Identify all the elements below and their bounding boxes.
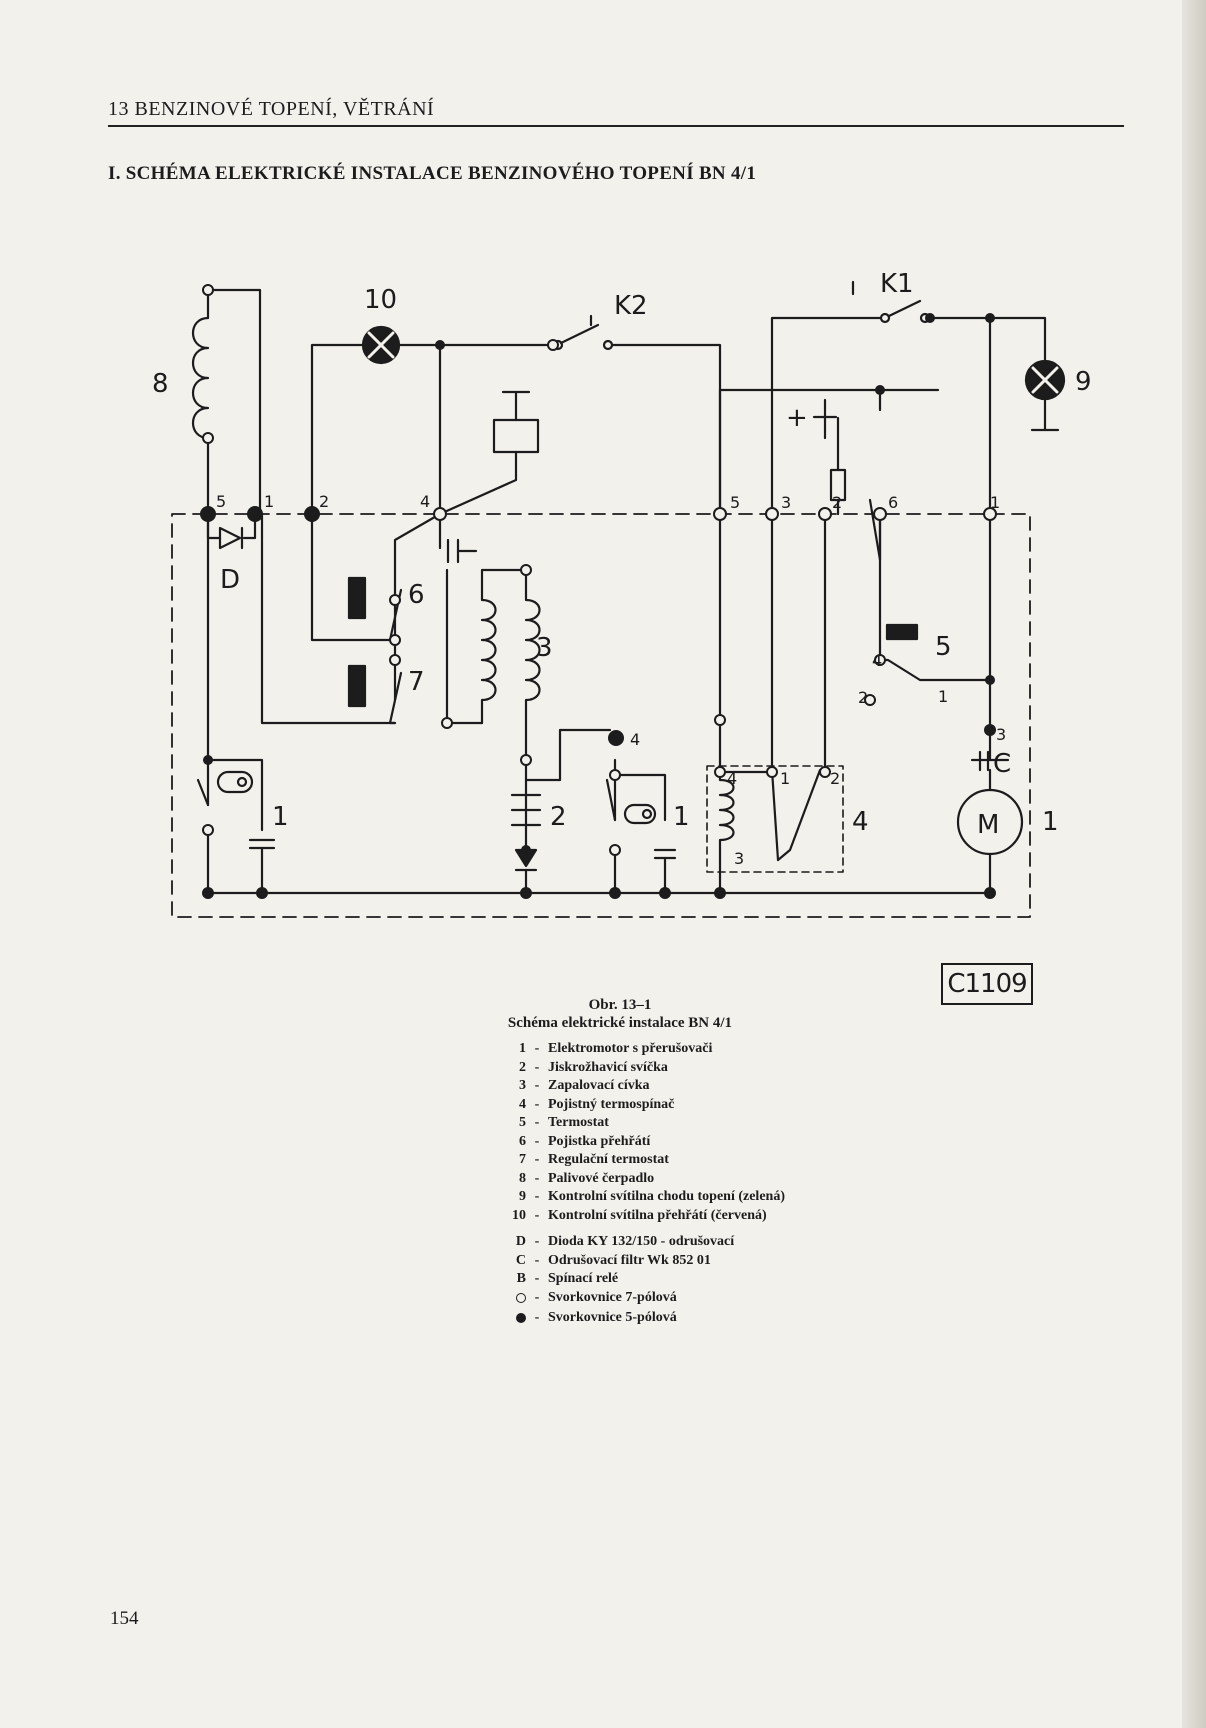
figure-title: Schéma elektrické instalace BN 4/1 <box>507 1015 733 1031</box>
label-motor-m: M <box>977 810 999 840</box>
legend-item: 9-Kontrolní svítilna chodu topení (zelen… <box>519 1189 785 1204</box>
legend-item: 8-Palivové čerpadlo <box>519 1170 655 1186</box>
ignition-coil-3 <box>445 568 541 762</box>
terminal-label: 1 <box>938 687 948 706</box>
wire-t1-thermostat7 <box>253 512 397 725</box>
section-title: I. SCHÉMA ELEKTRICKÉ INSTALACE BENZINOVÉ… <box>108 163 757 184</box>
fuel-pump-8 <box>192 288 262 516</box>
filled-circle-icon <box>516 1313 526 1323</box>
legend-item: -Svorkovnice 5-pólová <box>496 1309 785 1330</box>
page-number: 154 <box>110 1608 139 1629</box>
switch-k2 <box>552 314 722 516</box>
lamp-10-icon <box>361 325 401 365</box>
label-interrupter-mid-1: 1 <box>673 802 690 832</box>
fuse-6 <box>347 576 403 642</box>
legend-item: -Svorkovnice 7-pólová <box>496 1289 785 1310</box>
label-coil-3: 3 <box>536 633 553 663</box>
terminal-label: 4 <box>630 730 640 749</box>
figure-number: Obr. 13–1 <box>588 997 652 1013</box>
label-filter-c: C <box>993 749 1011 779</box>
label-thermoswitch-4: 4 <box>852 807 869 837</box>
label-diode-d: D <box>220 565 240 595</box>
legend-item: 2-Jiskrožhavicí svíčka <box>519 1059 668 1075</box>
label-plug-2: 2 <box>550 802 567 832</box>
lamp-9-icon <box>988 316 1066 432</box>
open-circle-icon <box>516 1292 526 1303</box>
glow-plug-2 <box>510 728 612 895</box>
terminal-label: 2 <box>832 493 842 512</box>
page-edge <box>1182 0 1206 1728</box>
terminal-label: 2 <box>319 492 329 511</box>
terminal-label: 5 <box>216 492 226 511</box>
legend-item: 6-Pojistka přehřátí <box>519 1133 651 1149</box>
terminal-label: 3 <box>734 849 744 868</box>
running-header: 13 BENZINOVÉ TOPENÍ, VĚTRÁNÍ <box>108 98 435 120</box>
terminal-label: 2 <box>858 688 868 707</box>
terminal-label: 6 <box>888 493 898 512</box>
wiring-schematic: 10 K2 K1 9 8 D 6 7 3 2 1 1 4 5 C M 1 + 5… <box>152 269 1092 918</box>
label-switch-k2: K2 <box>614 291 648 321</box>
housing-boundary <box>171 513 1031 918</box>
motor-filter <box>956 678 1024 895</box>
figure-code-box: C1109 <box>941 963 1033 1005</box>
thermoswitch-4 <box>706 512 844 895</box>
terminal-label: 1 <box>264 492 274 511</box>
legend-item: C-Odrušovací filtr Wk 852 01 <box>515 1252 711 1268</box>
label-lamp-9: 9 <box>1075 367 1092 397</box>
terminal-label: 2 <box>830 769 840 788</box>
header-rule <box>108 125 1124 127</box>
legend-item: 3-Zapalovací cívka <box>519 1078 650 1093</box>
legend-item: 4-Pojistný termospínač <box>519 1096 675 1112</box>
terminal-label: 4 <box>727 769 737 788</box>
label-plus: + <box>786 403 808 433</box>
terminal-label: 3 <box>781 493 791 512</box>
wire-t2-fuse6 <box>310 512 397 642</box>
terminal-label: 4 <box>420 492 430 511</box>
label-fuse-6: 6 <box>408 580 425 610</box>
legend-item: 10-Kontrolní svítilna přehřátí (červená) <box>512 1207 767 1223</box>
five-pole-terminals <box>200 313 996 899</box>
legend-item: 5-Termostat <box>519 1115 609 1130</box>
label-motor-1: 1 <box>1042 807 1059 837</box>
label-interrupter-left-1: 1 <box>272 802 289 832</box>
legend-item: D-Dioda KY 132/150 - odrušovací <box>515 1234 735 1249</box>
terminal-label: 3 <box>996 725 1006 744</box>
label-thermostat-5: 5 <box>935 632 952 662</box>
label-lamp-10: 10 <box>364 285 397 315</box>
legend-item: 7-Regulační termostat <box>519 1152 669 1167</box>
terminal-label: 1 <box>780 769 790 788</box>
label-switch-k1: K1 <box>880 269 914 299</box>
label-thermostat-7: 7 <box>408 667 425 697</box>
label-pump-8: 8 <box>152 369 169 399</box>
terminal-label: 5 <box>730 493 740 512</box>
interrupter-left-1 <box>196 512 276 895</box>
diode-d <box>206 512 257 550</box>
legend-item: 1-Elektromotor s přerušovači <box>519 1041 713 1056</box>
legend: 1-Elektromotor s přerušovači 2-Jiskrožha… <box>496 1040 785 1330</box>
switch-k1 <box>770 280 992 516</box>
seven-pole-terminals <box>202 284 997 856</box>
wire-lamp10 <box>310 343 365 516</box>
thermostat-7 <box>347 638 403 725</box>
terminal-label: 4 <box>872 651 882 670</box>
terminal-label: 1 <box>990 493 1000 512</box>
relay-b <box>438 343 540 564</box>
figure-caption: Obr. 13–1 Schéma elektrické instalace BN… <box>460 996 780 1032</box>
legend-item: B-Spínací relé <box>516 1271 619 1286</box>
